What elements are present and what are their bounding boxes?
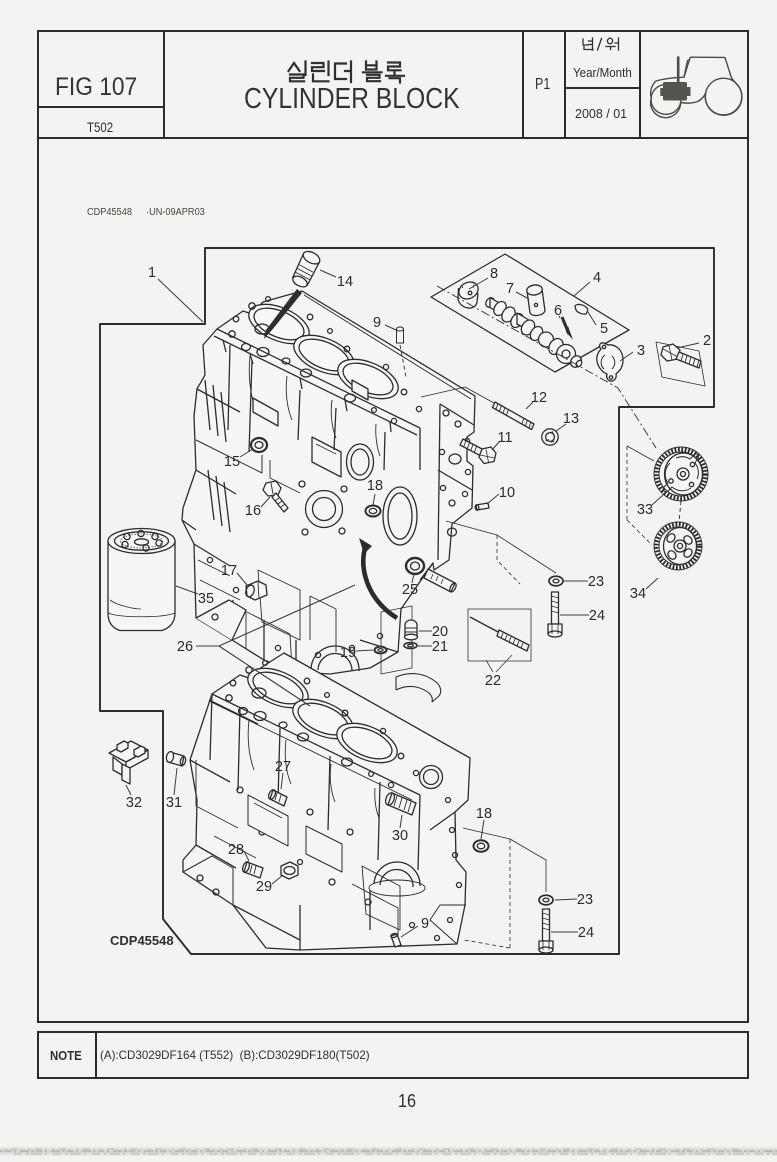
svg-text:25: 25 — [402, 582, 418, 598]
svg-text:15: 15 — [224, 454, 240, 470]
svg-text:14: 14 — [337, 274, 353, 290]
svg-text:24: 24 — [589, 608, 605, 624]
svg-text:2: 2 — [703, 333, 711, 349]
svg-text:16: 16 — [245, 503, 261, 519]
svg-text:28: 28 — [228, 842, 244, 858]
svg-text:10: 10 — [499, 485, 515, 501]
svg-text:13: 13 — [563, 411, 579, 427]
svg-text:4: 4 — [593, 270, 601, 286]
svg-text:5: 5 — [600, 321, 608, 337]
svg-text:18: 18 — [476, 806, 492, 822]
svg-text:30: 30 — [392, 828, 408, 844]
svg-text:23: 23 — [588, 574, 604, 590]
svg-text:3: 3 — [637, 343, 645, 359]
svg-text:33: 33 — [637, 502, 653, 518]
svg-text:31: 31 — [166, 795, 182, 811]
svg-text:11: 11 — [497, 430, 512, 446]
svg-text:8: 8 — [490, 266, 498, 282]
svg-text:1: 1 — [148, 265, 156, 281]
svg-text:32: 32 — [126, 795, 142, 811]
svg-text:22: 22 — [485, 673, 501, 689]
svg-text:27: 27 — [275, 759, 291, 775]
svg-text:12: 12 — [531, 390, 547, 406]
svg-text:21: 21 — [432, 639, 448, 655]
svg-text:6: 6 — [554, 303, 562, 319]
svg-text:29: 29 — [256, 879, 272, 895]
svg-text:34: 34 — [630, 586, 646, 602]
svg-text:9: 9 — [373, 315, 381, 331]
svg-text:35: 35 — [198, 591, 214, 607]
svg-text:19: 19 — [340, 645, 356, 661]
svg-text:20: 20 — [432, 624, 448, 640]
svg-text:9: 9 — [421, 916, 429, 932]
svg-text:7: 7 — [506, 281, 514, 297]
svg-text:18: 18 — [367, 478, 383, 494]
svg-text:23: 23 — [577, 892, 593, 908]
svg-text:24: 24 — [578, 925, 594, 941]
svg-text:26: 26 — [177, 639, 193, 655]
svg-text:17: 17 — [221, 563, 237, 579]
